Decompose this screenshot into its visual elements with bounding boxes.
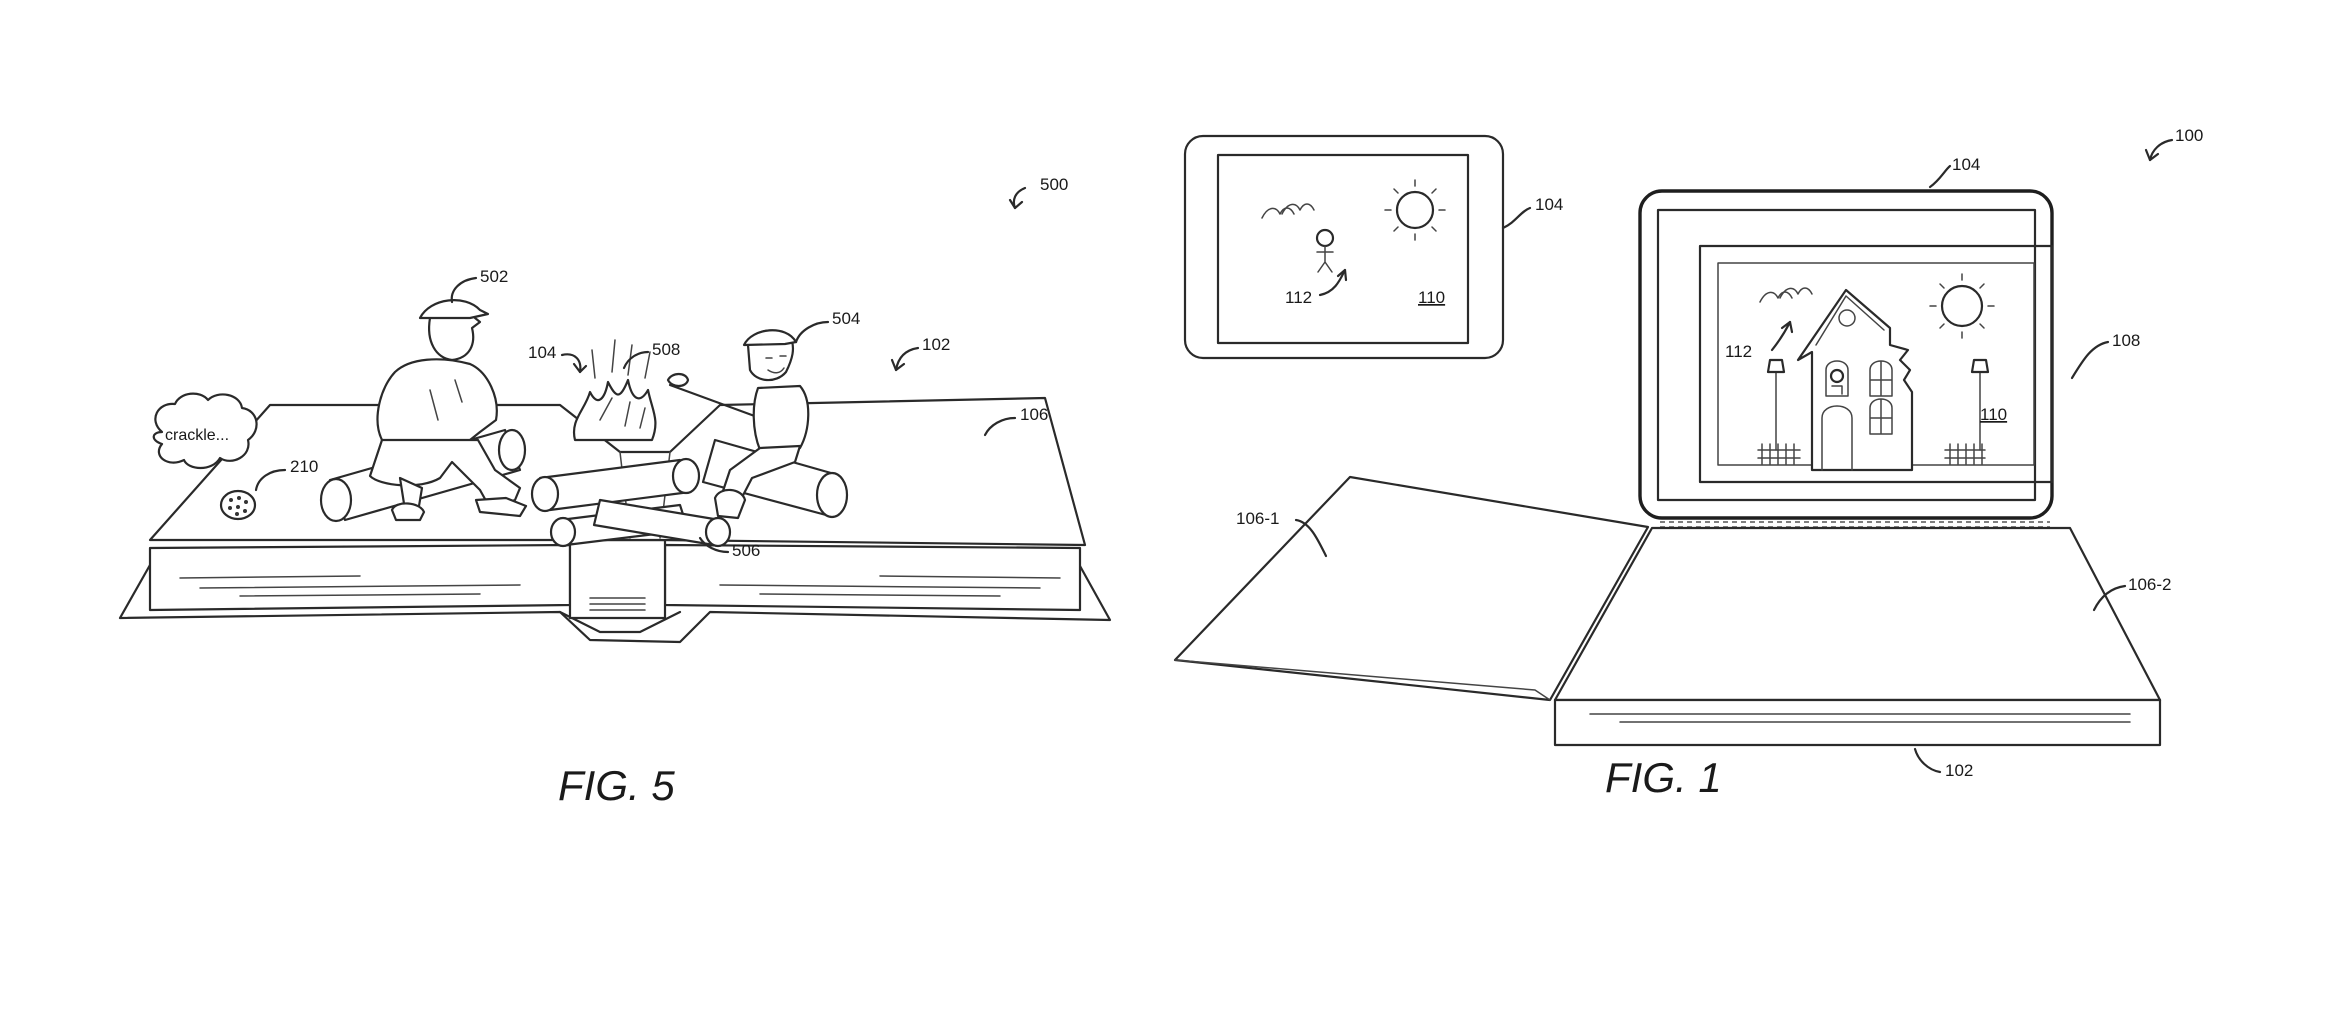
figure-1: 112 110 104 bbox=[1173, 126, 2203, 801]
ref-504-label: 504 bbox=[832, 309, 860, 328]
sound-bubble-text: crackle... bbox=[165, 427, 229, 444]
screen-house-icon bbox=[1796, 288, 1914, 472]
ref-508-label: 508 bbox=[652, 340, 680, 359]
roasting-stick-icon bbox=[666, 372, 762, 420]
ref-112-tablet-label: 112 bbox=[1285, 288, 1312, 307]
ref-106-1-label: 106-1 bbox=[1236, 509, 1279, 528]
ref-106-2-label: 106-2 bbox=[2128, 575, 2171, 594]
ref-104-tablet-label: 104 bbox=[1535, 195, 1563, 214]
screen-lamp-right-icon bbox=[1970, 358, 1990, 451]
tablet-character-icon bbox=[1315, 228, 1335, 273]
book-cover-base-icon bbox=[118, 563, 1112, 644]
ref-102-label: 102 bbox=[922, 335, 950, 354]
ref-104-label: 104 bbox=[528, 343, 556, 362]
screen-sun-icon bbox=[1940, 284, 1984, 328]
tablet-device: 112 110 104 bbox=[1183, 134, 1563, 360]
ref-110-tablet-label: 110 bbox=[1418, 288, 1445, 307]
fig-1-caption: FIG. 1 bbox=[1605, 754, 1722, 801]
screen-lamp-left-icon bbox=[1766, 358, 1786, 451]
ref-104-top-label: 104 bbox=[1952, 155, 1980, 174]
book-spine-block-icon bbox=[568, 538, 667, 620]
ref-506-label: 506 bbox=[732, 541, 760, 560]
ref-502-label: 502 bbox=[480, 267, 508, 286]
book-spine-curve-icon bbox=[558, 610, 682, 634]
book-reader-device: 112 110 104 100 108 106-1 106- bbox=[1173, 126, 2203, 780]
ref-110-screen-label: 110 bbox=[1980, 405, 2007, 424]
tablet-screen[interactable] bbox=[1216, 153, 1470, 345]
campfire-icon bbox=[530, 339, 732, 548]
seated-man-figure-icon bbox=[368, 299, 528, 522]
ref-106-label: 106 bbox=[1020, 405, 1048, 424]
ref-108-label: 108 bbox=[2112, 331, 2140, 350]
log-right-icon bbox=[701, 438, 849, 519]
ref-500-label: 500 bbox=[1040, 175, 1068, 194]
seated-boy-figure-icon bbox=[713, 329, 810, 520]
device-base-right-page[interactable] bbox=[1553, 526, 2162, 702]
speaker-button-icon[interactable] bbox=[219, 489, 257, 521]
ref-210-label: 210 bbox=[290, 457, 318, 476]
fig-5-caption: FIG. 5 bbox=[558, 762, 675, 809]
figure-5: crackle... bbox=[118, 175, 1112, 809]
sound-bubble: crackle... bbox=[152, 392, 258, 470]
ref-102-fig1-label: 102 bbox=[1945, 761, 1973, 780]
ref-100-label: 100 bbox=[2175, 126, 2203, 145]
ref-112-screen-label: 112 bbox=[1725, 342, 1752, 361]
tablet-sun-icon bbox=[1395, 190, 1435, 230]
